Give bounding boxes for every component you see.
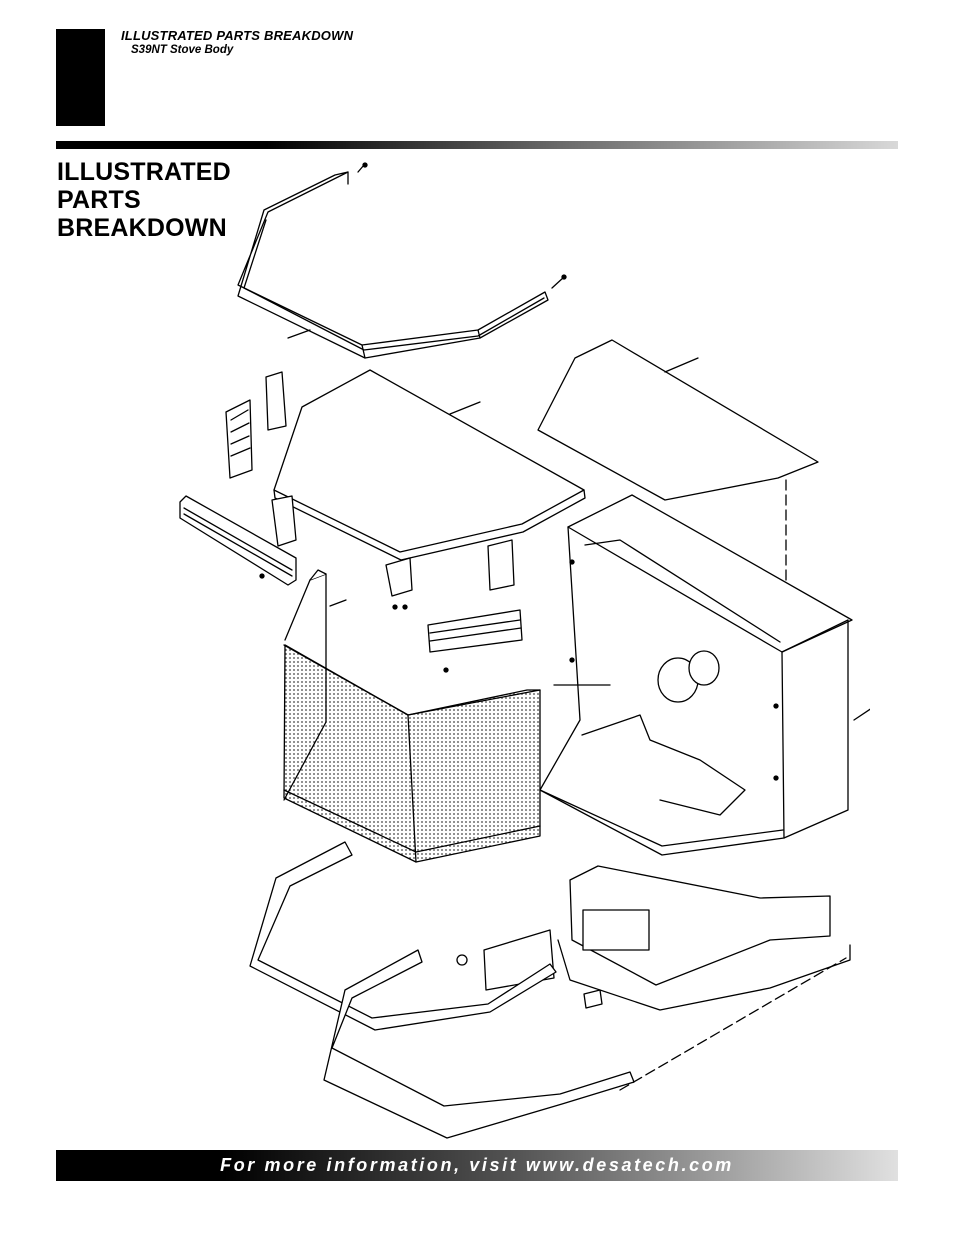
top-trim-rail <box>237 162 567 359</box>
base-frame <box>456 865 851 1091</box>
page-heading-line-2: PARTS <box>57 186 141 214</box>
lower-trim-rails <box>249 841 635 1139</box>
stove-body-box <box>539 494 870 856</box>
header-title: ILLUSTRATED PARTS BREAKDOWN <box>121 28 354 43</box>
page-heading: ILLUSTRATED PARTS BREAKDOWN <box>57 158 231 242</box>
footer-bar: For more information, visit www.desatech… <box>56 1150 898 1181</box>
section-tab-marker <box>56 29 105 126</box>
page-heading-line-1: ILLUSTRATED <box>57 158 231 186</box>
louver-assemblies <box>179 371 523 673</box>
page-heading-line-3: BREAKDOWN <box>57 214 227 242</box>
header-subtitle: S39NT Stove Body <box>131 44 234 56</box>
header-gradient-rule <box>56 141 898 149</box>
exploded-parts-diagram <box>179 162 870 1139</box>
footer-website-text: For more information, visit www.desatech… <box>220 1155 734 1175</box>
front-mesh-screen <box>283 569 541 863</box>
top-panel-left <box>273 369 586 561</box>
